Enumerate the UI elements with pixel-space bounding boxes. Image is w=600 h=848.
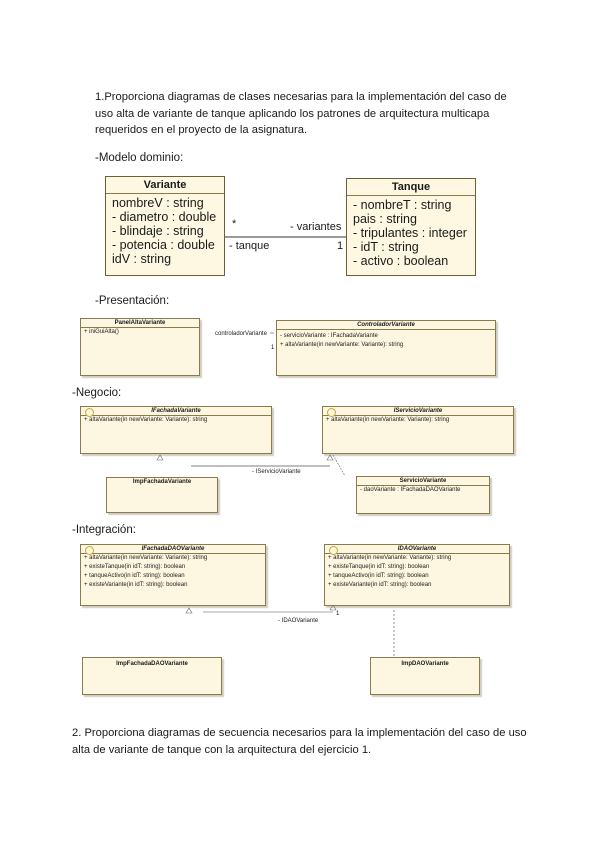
operation: + existeTanque(in idT: string): boolean xyxy=(84,564,186,570)
multiplicity-star: * xyxy=(232,218,237,230)
interface-icon xyxy=(329,546,338,555)
attribute: - tripulantes : integer xyxy=(353,226,467,240)
class-imp-fachada-dao-variante[interactable]: ImpFachadaDAOVariante xyxy=(82,657,222,695)
class-controlador-variante[interactable]: ControladorVariante - servicioVariante :… xyxy=(276,320,496,376)
attribute: - daoVariante : IFachadaDAOVariante xyxy=(360,487,461,493)
class-imp-dao-variante[interactable]: ImpDAOVariante xyxy=(370,657,480,695)
operation: + altaVariante(in newVariante: Variante)… xyxy=(328,555,452,561)
multiplicity-one: 1 xyxy=(337,240,344,252)
operation: + altaVariante(in newVariante: Variante)… xyxy=(84,555,208,561)
multiplicity-one: 1 xyxy=(271,345,275,351)
attribute: nombreV : string xyxy=(112,196,204,210)
multiplicity-one: 1 xyxy=(336,611,340,617)
assoc-label: - IServicioVariante xyxy=(252,469,301,475)
class-imp-fachada-variante[interactable]: ImpFachadaVariante xyxy=(106,477,218,513)
interface-name: IFachadaVariante xyxy=(81,407,271,416)
attribute: - potencia : double xyxy=(112,238,215,252)
section-presentacion: -Presentación: xyxy=(95,295,170,307)
attribute: - servicioVariante : IFachadaVariante xyxy=(280,333,378,339)
attribute: - diametro : double xyxy=(112,210,217,224)
attribute: - activo : boolean xyxy=(353,254,449,268)
class-name: ImpDAOVariante xyxy=(401,661,449,667)
interface-idao-variante[interactable]: IDAOVariante + altaVariante(in newVarian… xyxy=(324,544,510,606)
interface-icon xyxy=(327,408,336,417)
question-1-line: requeridos en el proyecto de la asignatu… xyxy=(95,124,308,136)
question-2-line: alta de variante de tanque con la arquit… xyxy=(72,743,372,756)
class-name: ServicioVariante xyxy=(357,477,489,486)
attribute: - idT : string xyxy=(353,240,419,254)
assoc-label: controladorVariante xyxy=(215,331,267,337)
section-integracion: -Integración: xyxy=(72,524,136,536)
operation: + existeVariante(in idT: string): boolea… xyxy=(328,582,432,588)
interface-name: IServicioVariante xyxy=(323,407,513,416)
interface-name: IFachadaDAOVariante xyxy=(81,545,265,554)
interface-iservicio-variante[interactable]: IServicioVariante + altaVariante(in newV… xyxy=(322,406,514,454)
class-name: Variante xyxy=(106,177,224,194)
class-name: Tanque xyxy=(347,179,475,196)
operation: + tanqueActivo(in idT: string): boolean xyxy=(84,573,185,579)
operation: + existeVariante(in idT: string): boolea… xyxy=(84,582,188,588)
class-name: ImpFachadaDAOVariante xyxy=(116,661,188,667)
interface-icon xyxy=(85,408,94,417)
assoc-label: - IDAOVariante xyxy=(278,618,319,624)
interface-icon xyxy=(85,546,94,555)
interface-ifachada-dao-variante[interactable]: IFachadaDAOVariante + altaVariante(in ne… xyxy=(80,544,266,606)
attribute: idV : string xyxy=(112,252,172,266)
class-servicio-variante[interactable]: ServicioVariante - daoVariante : IFachad… xyxy=(356,476,490,514)
attribute: pais : string xyxy=(353,212,417,226)
class-tanque[interactable]: Tanque - nombreT : string pais : string … xyxy=(346,178,476,276)
question-2-line: 2. Proporciona diagramas de secuencia ne… xyxy=(72,727,527,739)
section-negocio: -Negocio: xyxy=(72,387,122,399)
question-1: 1.Proporciona diagramas de clases necesa… xyxy=(95,89,507,139)
class-name: ControladorVariante xyxy=(277,321,495,330)
interface-ifachada-variante[interactable]: IFachadaVariante + altaVariante(in newVa… xyxy=(80,406,272,454)
class-panel-alta-variante[interactable]: PanelAltaVariante + iniGuiAlta() xyxy=(80,318,200,376)
question-1-line: uso alta de variante de tanque aplicando… xyxy=(95,107,490,120)
role-tanque: - tanque xyxy=(229,240,270,252)
operation: + altaVariante(in newVariante: Variante)… xyxy=(280,342,404,348)
question-1-line: 1.Proporciona diagramas de clases necesa… xyxy=(95,91,507,103)
question-2: 2. Proporciona diagramas de secuencia ne… xyxy=(72,725,527,758)
attribute: - nombreT : string xyxy=(353,198,452,212)
operation: + altaVariante(in newVariante: Variante)… xyxy=(326,417,450,423)
attribute: - blindaje : string xyxy=(112,224,204,238)
class-name: ImpFachadaVariante xyxy=(132,479,192,485)
operation: + iniGuiAlta() xyxy=(84,329,119,335)
section-dominio: -Modelo dominio: xyxy=(95,152,184,164)
operation: + altaVariante(in newVariante: Variante)… xyxy=(84,417,208,423)
class-name: PanelAltaVariante xyxy=(81,319,199,328)
operation: + tanqueActivo(in idT: string): boolean xyxy=(328,573,429,579)
interface-name: IDAOVariante xyxy=(325,545,509,554)
role-variantes: - variantes xyxy=(290,221,342,233)
operation: + existeTanque(in idT: string): boolean xyxy=(328,564,430,570)
class-variante[interactable]: Variante nombreV : string - diametro : d… xyxy=(105,176,225,276)
